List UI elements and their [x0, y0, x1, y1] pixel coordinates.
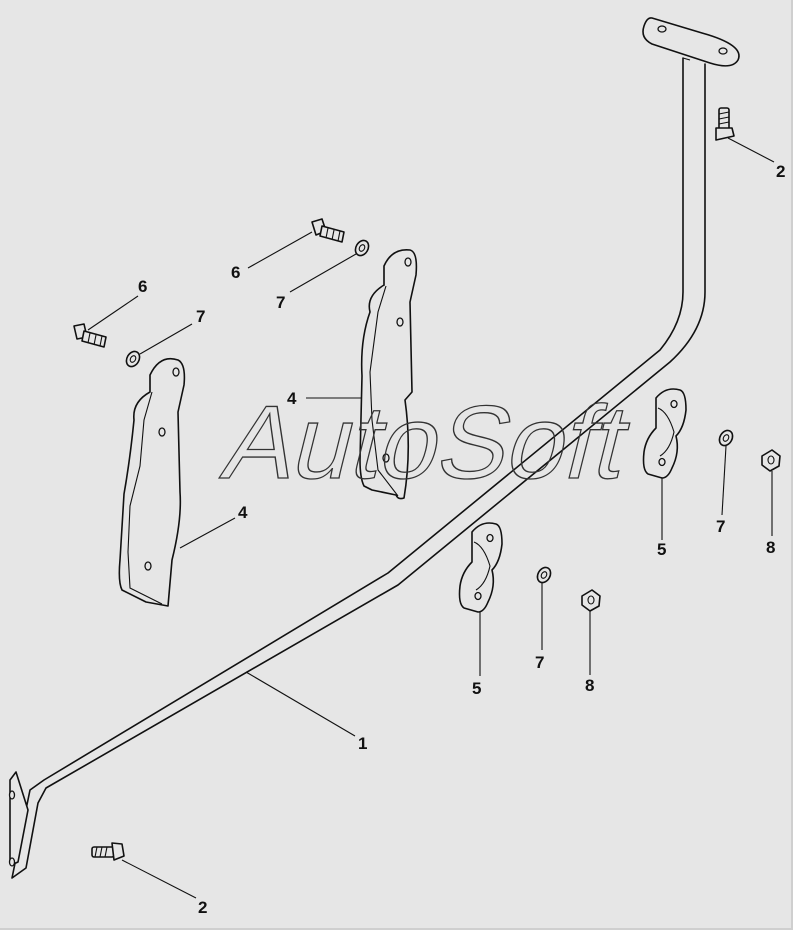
part-5-bracket-right [642, 388, 687, 479]
callout-6-center: 6 [231, 263, 240, 282]
callout-2-bottom: 2 [198, 898, 207, 917]
callout-6-left: 6 [138, 277, 147, 296]
part-6-bolt-center [311, 218, 345, 243]
part-2-bolt-top [715, 107, 735, 141]
callout-7-center: 7 [276, 293, 285, 312]
callout-5-left: 5 [472, 679, 481, 698]
part-4-strap-center [359, 249, 418, 500]
callout-4-left: 4 [238, 503, 248, 522]
callout-7-lower: 7 [535, 653, 544, 672]
watermark-text: AutoSoft [213, 384, 641, 500]
leader-lines [87, 137, 775, 899]
callout-7-left: 7 [196, 307, 205, 326]
part-1-rod [8, 17, 740, 879]
callout-2-top: 2 [776, 162, 785, 181]
part-7-washers [125, 239, 734, 584]
callout-5-right: 5 [657, 540, 666, 559]
part-6-bolt-left [73, 323, 107, 348]
callout-numbers: 1 2 2 4 4 5 5 6 6 7 7 7 7 8 8 [138, 162, 785, 917]
part-2-bolt-bottom [91, 842, 125, 861]
part-8-nuts [581, 449, 781, 612]
part-4-strap-left [118, 357, 186, 607]
callout-8-lower: 8 [585, 676, 594, 695]
callout-7-right: 7 [716, 517, 725, 536]
callout-4-center: 4 [287, 389, 297, 408]
callout-8-right: 8 [766, 538, 775, 557]
part-5-bracket-left [458, 522, 503, 613]
callout-1: 1 [358, 734, 367, 753]
